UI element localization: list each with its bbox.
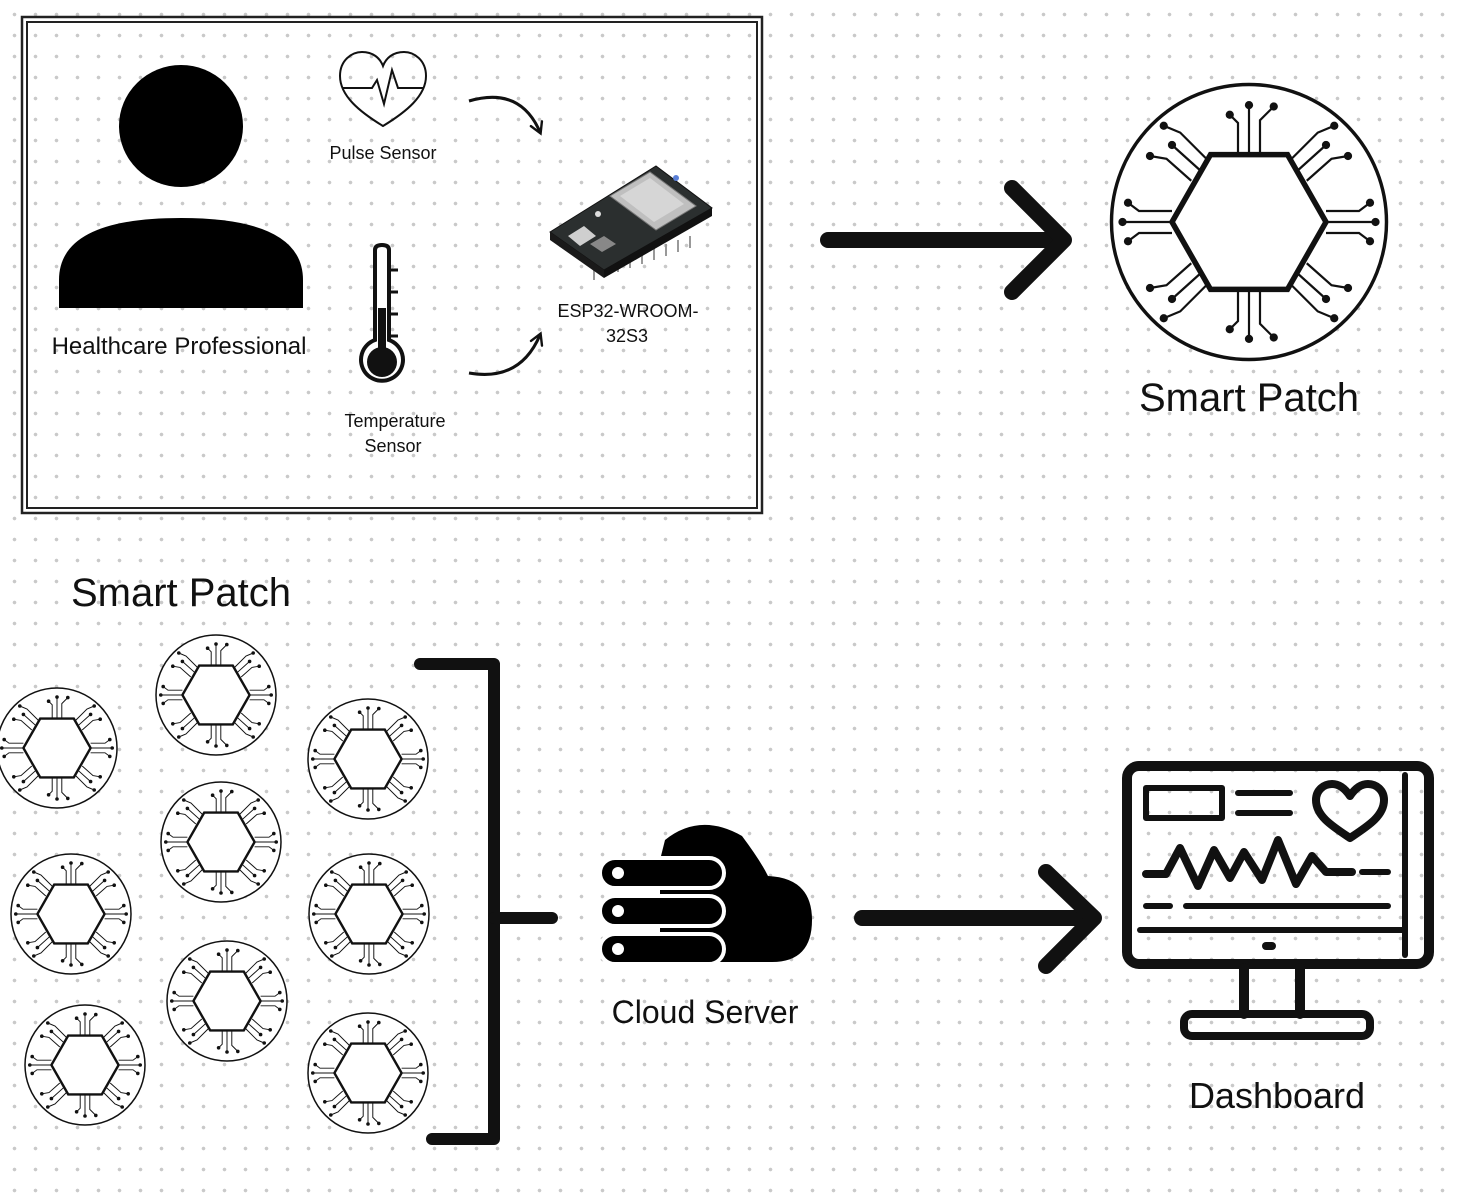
cloud-to-dashboard-arrow: [854, 864, 1102, 974]
input-frame: [20, 15, 764, 515]
bracket-connector: [414, 658, 558, 1145]
patch-icon: [306, 1011, 430, 1135]
person-icon: [59, 65, 303, 308]
patch-icon: [307, 852, 431, 976]
thermometer-icon: [359, 242, 405, 383]
patch-icon: [159, 780, 283, 904]
temperature-sensor-label-line1: Temperature: [344, 411, 445, 431]
smart-patch-label-bottom: Smart Patch: [71, 571, 291, 615]
patch-icon: [0, 686, 119, 810]
esp32-label-line1: ESP32-WROOM-: [557, 301, 698, 321]
heart-pulse-icon: [338, 50, 428, 128]
pulse-to-board-arrow: [468, 95, 544, 136]
patch-icon: [23, 1003, 147, 1127]
esp32-label-line2: 32S3: [606, 326, 648, 346]
smart-patch-cluster: [0, 633, 431, 1135]
patch-icon: [154, 633, 278, 757]
dashboard-label: Dashboard: [1189, 1075, 1365, 1116]
temperature-sensor-label-line2: Sensor: [364, 436, 421, 456]
pulse-sensor-label: Pulse Sensor: [329, 143, 436, 163]
esp32-board-icon: [549, 165, 713, 280]
frame-to-patch-arrow: [820, 180, 1072, 300]
patch-icon: [9, 852, 133, 976]
cloud-server-label: Cloud Server: [612, 994, 799, 1030]
temperature-to-board-arrow: [468, 331, 544, 376]
monitor-dashboard-icon: [1122, 761, 1434, 1040]
patch-icon: [306, 697, 430, 821]
cloud-server-icon: [598, 824, 812, 966]
patch-icon: [165, 939, 289, 1063]
smart-patch-icon: [1112, 85, 1387, 360]
smart-patch-label-top: Smart Patch: [1139, 376, 1359, 420]
healthcare-professional-label: Healthcare Professional: [52, 333, 307, 360]
